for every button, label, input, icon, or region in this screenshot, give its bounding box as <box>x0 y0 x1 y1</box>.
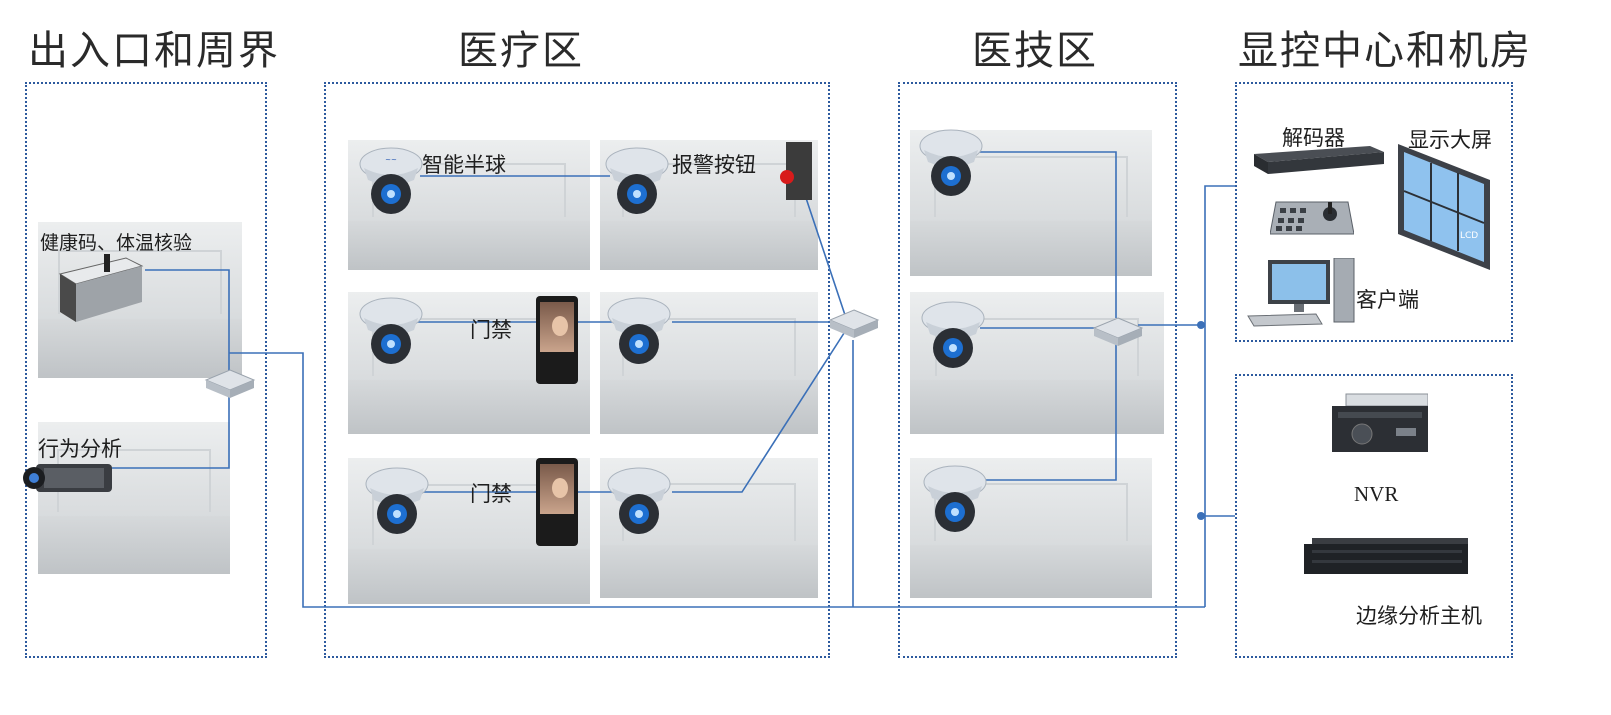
dome-camera-icon <box>365 467 429 534</box>
access-control-terminal-icon <box>536 458 578 546</box>
dome-camera-icon <box>607 297 671 364</box>
alarm-button-label: 报警按钮 <box>672 153 756 177</box>
section-title-entrance: 出入口和周界 <box>28 28 280 74</box>
display-wall-icon: LCD <box>1398 144 1490 270</box>
bullet-camera-icon <box>23 464 112 492</box>
junction-dot-bottom <box>1197 512 1205 520</box>
svg-text:~~: ~~ <box>385 156 397 164</box>
network-switch-icon <box>204 369 256 398</box>
lcd-text: LCD <box>1460 231 1478 241</box>
health-check-label: 健康码、体温核验 <box>40 232 193 254</box>
access-control-label: 门禁 <box>470 482 512 506</box>
smart-dome-label: 智能半球 <box>422 153 506 177</box>
decoder-label: 解码器 <box>1282 126 1345 150</box>
behavior-analysis-label: 行为分析 <box>38 437 122 461</box>
access-control-terminal-icon <box>536 296 578 384</box>
decoder-icon <box>1254 146 1384 174</box>
dome-camera-icon <box>607 467 671 534</box>
client-computer-icon <box>1247 258 1355 327</box>
zone-entrance <box>25 82 267 658</box>
dome-camera-icon <box>605 147 669 214</box>
zone-control-top <box>1235 82 1513 342</box>
dome-camera-icon <box>921 301 985 368</box>
dome-camera-icon <box>923 465 987 532</box>
dome-camera-icon: ~~ <box>359 147 423 214</box>
access-control-label: 门禁 <box>470 318 512 342</box>
alarm-button-icon <box>780 142 812 200</box>
section-title-tech: 医技区 <box>972 28 1098 74</box>
edge-host-label: 边缘分析主机 <box>1356 604 1482 628</box>
client-label: 客户端 <box>1356 288 1419 312</box>
zone-control-bottom <box>1235 374 1513 658</box>
section-title-medical: 医疗区 <box>458 28 584 74</box>
keyboard-controller-icon <box>1270 201 1354 235</box>
turnstile-gate-icon <box>58 254 144 322</box>
zone-medical <box>324 82 830 658</box>
photo-perimeter <box>38 422 230 574</box>
nvr-icon <box>1332 393 1428 452</box>
edge-analysis-host-icon <box>1304 538 1468 574</box>
nvr-label: NVR <box>1354 482 1399 506</box>
section-title-control: 显控中心和机房 <box>1238 28 1532 74</box>
dome-camera-icon <box>359 297 423 364</box>
network-switch-icon <box>828 309 880 338</box>
display-wall-label: 显示大屏 <box>1408 128 1492 152</box>
zone-tech <box>898 82 1177 658</box>
junction-dot-top <box>1197 321 1205 329</box>
network-switch-icon <box>1092 317 1144 346</box>
dome-camera-icon <box>919 129 983 196</box>
